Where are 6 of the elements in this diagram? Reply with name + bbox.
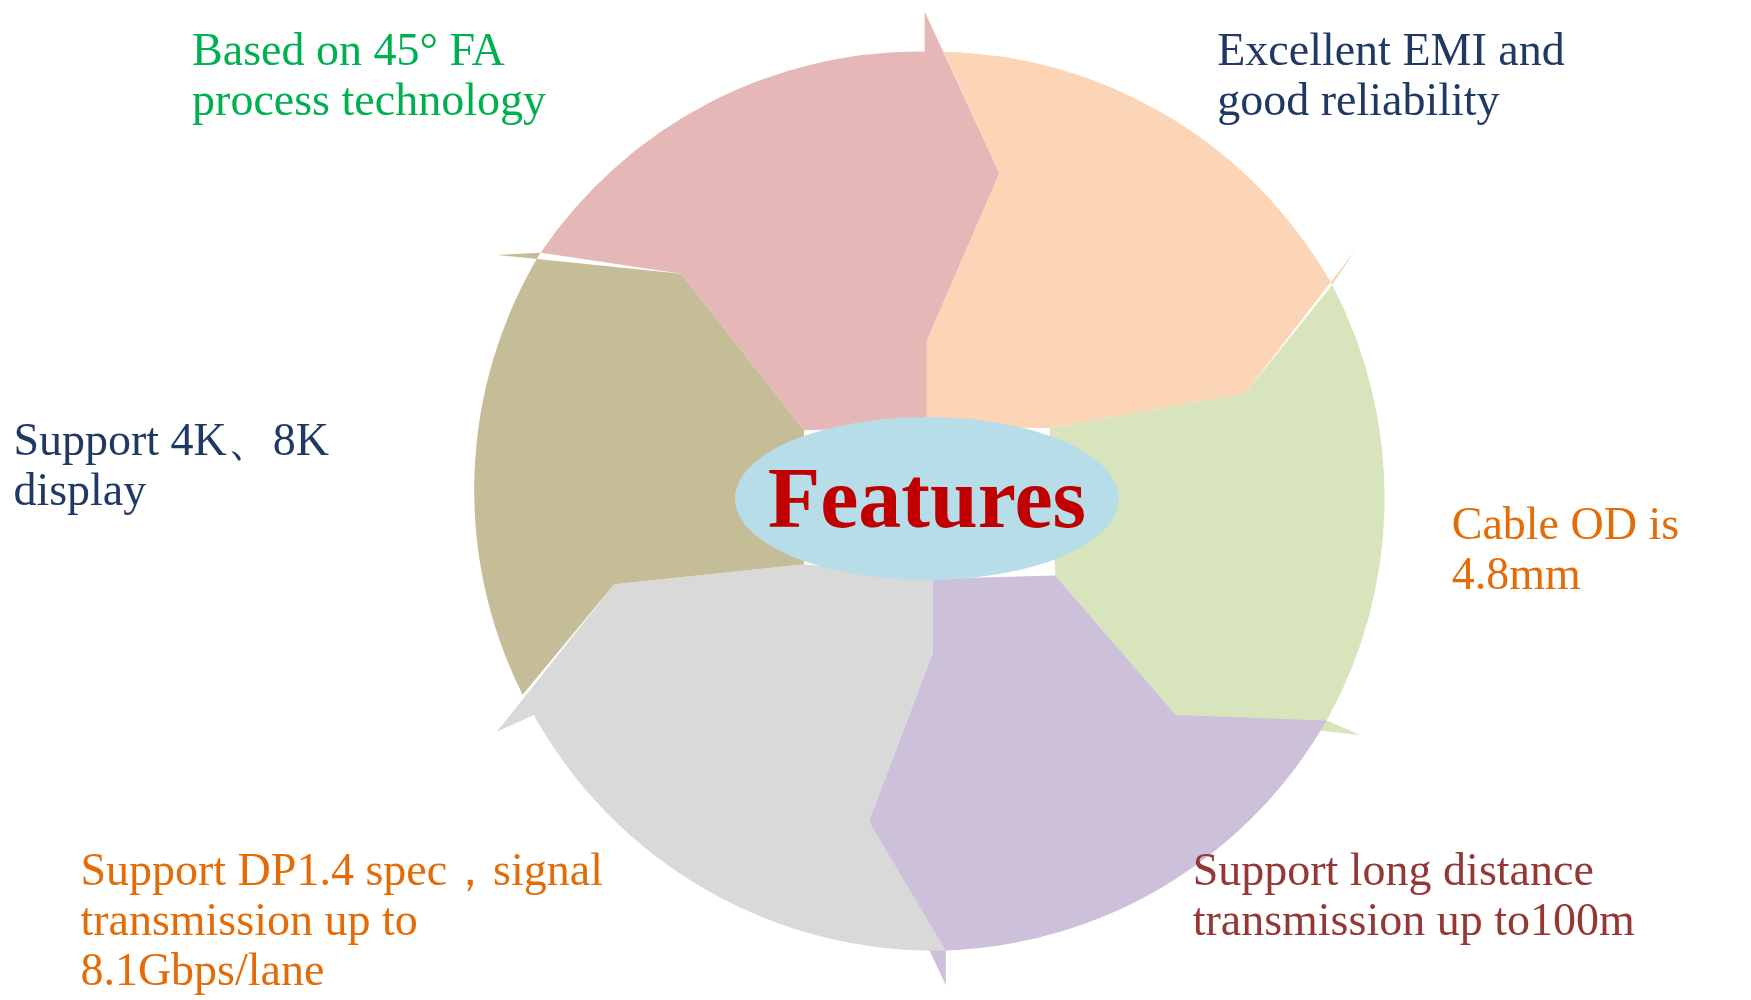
feature-text: Support long distance transmission up to100m (1192, 845, 1636, 946)
feature-text: Support 4K、8K display (13, 415, 330, 516)
feature-text: Excellent EMI and good reliability (1217, 24, 1566, 125)
feature-text: Cable OD is 4.8mm (1451, 499, 1681, 600)
feature-text: Based on 45° FA process technology (192, 24, 547, 125)
feature-text: Support DP1.4 spec，signal transmission up to 8.1Gbps/lane (80, 845, 604, 996)
